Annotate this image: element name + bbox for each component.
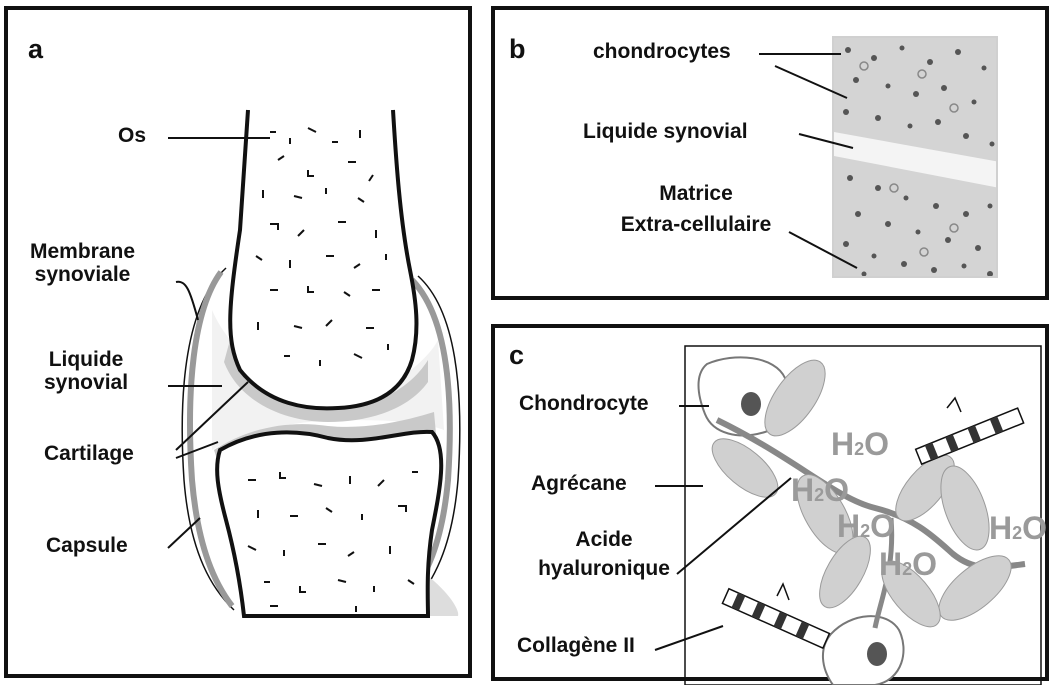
- label-membrane-synoviale: Membrane synoviale: [30, 240, 135, 286]
- label-liquide-synovial-b: Liquide synovial: [583, 120, 748, 143]
- water-label-4: H2O: [879, 546, 937, 583]
- label-acide-hyaluronique: Acide hyaluronique: [529, 528, 679, 580]
- label-collagene-ii: Collagène II: [517, 634, 635, 657]
- label-cartilage: Cartilage: [44, 442, 134, 465]
- label-capsule: Capsule: [46, 534, 128, 557]
- label-os: Os: [118, 124, 146, 147]
- label-agrecane: Agrécane: [531, 472, 627, 495]
- chondrocyte-cell-bottom: [823, 616, 904, 685]
- water-label-3: H2O: [837, 508, 895, 545]
- collagen-fiber-top: [916, 408, 1024, 464]
- joint-diagram: [8, 10, 468, 674]
- panel-a: a: [4, 6, 472, 678]
- leader-lines-b: [495, 10, 1049, 304]
- upper-bone: [230, 110, 416, 408]
- water-label-5: H2O: [989, 510, 1047, 547]
- label-liquide-synovial: Liquide synovial: [44, 348, 128, 394]
- label-matrice-extracellulaire: Matrice Extra-cellulaire: [591, 182, 801, 236]
- label-chondrocyte: Chondrocyte: [519, 392, 649, 415]
- matrix-diagram: [495, 328, 1049, 685]
- label-chondrocytes: chondrocytes: [593, 40, 731, 63]
- water-label-1: H2O: [831, 426, 889, 463]
- collagen-fiber-bottom: [722, 589, 829, 648]
- panel-c: c: [491, 324, 1049, 681]
- water-label-2: H2O: [791, 472, 849, 509]
- lower-bone: [217, 432, 441, 616]
- panel-b: b: [491, 6, 1049, 300]
